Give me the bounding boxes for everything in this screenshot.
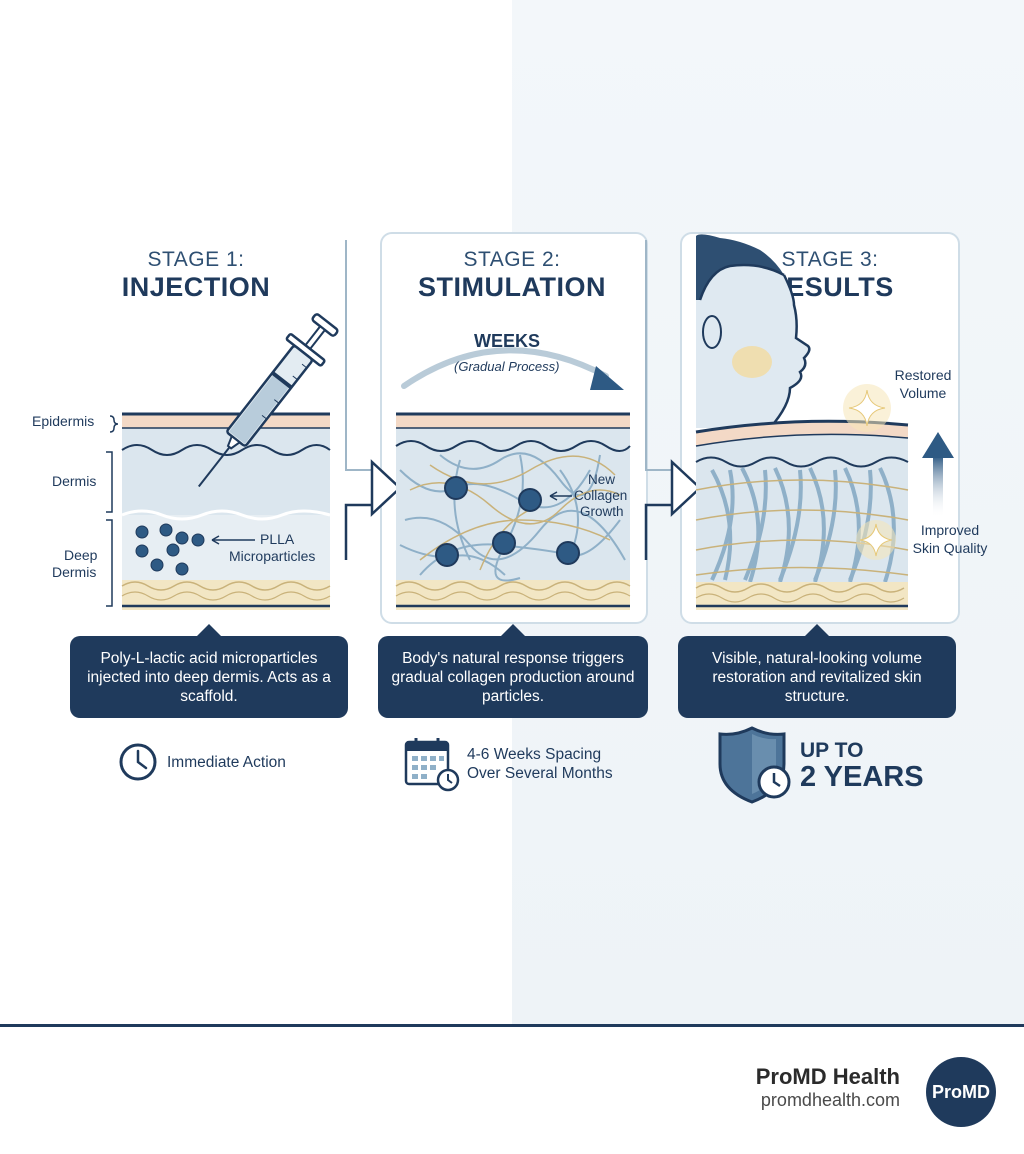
syringe-icon (198, 313, 339, 488)
stage2-number: STAGE 2: (463, 248, 561, 271)
stage2-caption: Body's natural response triggers gradual… (378, 624, 648, 718)
plla-label-line2: Microparticles (229, 548, 316, 564)
stage3-footnote-line2: 2 YEARS (800, 761, 924, 793)
stage1-caption: Poly-L-lactic acid microparticles inject… (70, 624, 348, 718)
collagen-label-line2: Collagen (574, 488, 628, 503)
collagen-label-line1: New (588, 472, 616, 487)
stage2-footnote-line2: Over Several Months (467, 765, 613, 782)
restored-label-line1: Restored (894, 367, 952, 383)
stage2-collagen-illustration (395, 347, 631, 610)
deep-dermis-label-line2: Dermis (52, 564, 97, 580)
stage3-results-illustration (695, 234, 954, 610)
dermis-label: Dermis (52, 473, 97, 489)
footer-divider (0, 1024, 1024, 1027)
brand-url[interactable]: promdhealth.com (760, 1090, 900, 1110)
calendar-icon (404, 738, 460, 792)
deep-dermis-label-line1: Deep (64, 547, 98, 563)
plla-label-line1: PLLA (260, 531, 295, 547)
clock-icon (119, 743, 157, 781)
gradual-process-label: (Gradual Process) (454, 359, 560, 374)
brand-name: ProMD Health (755, 1064, 900, 1089)
stage3-caption: Visible, natural-looking volume restorat… (678, 624, 956, 718)
weeks-label: WEEKS (474, 331, 541, 351)
improved-label-line2: Skin Quality (912, 540, 988, 556)
stage3-footnote-line1: UP TO (800, 739, 864, 762)
stage1-title: INJECTION (121, 272, 271, 302)
stage2-footnote-line1: 4-6 Weeks Spacing (467, 746, 602, 763)
stage1-number: STAGE 1: (147, 248, 245, 271)
restored-label-line2: Volume (899, 385, 947, 401)
shield-clock-icon (718, 726, 791, 804)
stage1-skin-illustration (106, 412, 331, 610)
stage2-title: STIMULATION (418, 272, 606, 302)
epidermis-label: Epidermis (32, 413, 95, 429)
improved-label-line1: Improved (920, 522, 980, 538)
stage1-footnote: Immediate Action (167, 754, 286, 771)
collagen-label-line3: Growth (580, 504, 624, 519)
stage3-number: STAGE 3: (781, 248, 879, 271)
brand-logo: ProMD (926, 1057, 996, 1127)
connector-lines (344, 240, 702, 560)
